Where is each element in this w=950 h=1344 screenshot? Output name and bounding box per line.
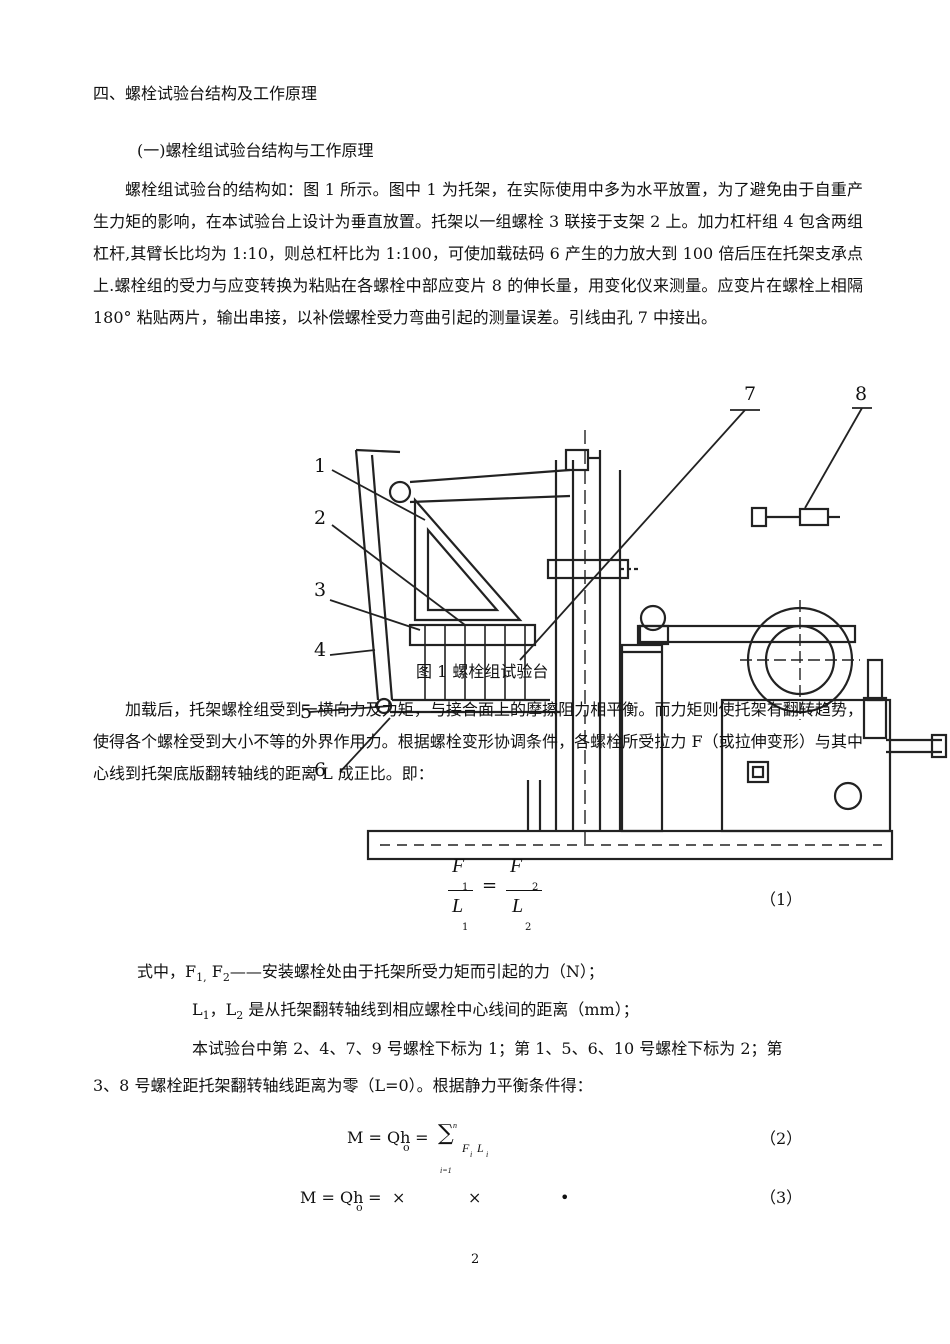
- where-f-line: 式中，F1, F2——安装螺栓处由于托架所受力矩而引起的力（N）；: [137, 962, 604, 988]
- eq1-f2-sub: 2: [532, 882, 539, 893]
- where-f2: F: [211, 962, 223, 981]
- eq2-sum: ∑: [438, 1121, 454, 1146]
- eq3-times-2: ×: [468, 1188, 482, 1207]
- where-f-text: ——安装螺栓处由于托架所受力矩而引起的力（N）；: [229, 962, 604, 981]
- where-sep: ，: [209, 1000, 226, 1019]
- eq2-lhs-sub: o: [403, 1141, 410, 1154]
- eq2-lhs: M = Qh: [347, 1128, 411, 1147]
- paragraph-bolts-line-1: 本试验台中第 2、4、7、9 号螺栓下标为 1；第 1、5、6、10 号螺栓下标…: [192, 1039, 783, 1058]
- figure-label-3: 3: [314, 579, 327, 601]
- section-heading: 四、螺栓试验台结构及工作原理: [93, 84, 318, 103]
- eq3-lhs-sub: o: [356, 1201, 363, 1214]
- eq2-term-f-sub: i: [470, 1150, 473, 1159]
- where-l-text: 是从托架翻转轴线到相应螺栓中心线间的距离（mm）；: [248, 1000, 639, 1019]
- figure-label-6: 6: [314, 759, 327, 781]
- paragraph-bolts-line-2: 3、8 号螺栓距托架翻转轴线距离为零（L=0）。根据静力平衡条件得：: [93, 1076, 593, 1095]
- where-prefix: 式中，: [137, 962, 186, 981]
- eq1-f1: F: [452, 855, 465, 877]
- eq2-term-l: L: [477, 1141, 484, 1155]
- eq1-l2: L: [512, 895, 524, 917]
- where-l1-sub: 1: [202, 1009, 210, 1023]
- eq2-number: （2）: [760, 1129, 803, 1148]
- where-f1: F: [185, 962, 197, 981]
- figure-label-5: 5: [300, 701, 313, 723]
- paragraph-structure: 螺栓组试验台的结构如：图 1 所示。图中 1 为托架，在实际使用中多为水平放置，…: [93, 180, 863, 327]
- page-number: 2: [471, 1252, 480, 1267]
- eq1-l2-sub: 2: [525, 922, 532, 933]
- eq1-frac-bar-1: [448, 890, 473, 891]
- figure-label-8: 8: [855, 383, 868, 405]
- where-l1: L: [192, 1000, 203, 1019]
- eq2-equals: =: [410, 1128, 434, 1147]
- eq1-f2: F: [510, 855, 523, 877]
- eq1-number: （1）: [760, 890, 803, 909]
- eq2-term-f: F: [462, 1141, 470, 1155]
- figure-label-1: 1: [314, 455, 327, 477]
- eq3-times-1: ×: [392, 1188, 406, 1207]
- where-f2-sub: 2: [222, 971, 230, 985]
- paragraph-principle: 加载后，托架螺栓组受到一横向力及力矩，与接合面上的摩擦阻力相平衡。而力矩则使托架…: [93, 700, 863, 783]
- figure-label-2: 2: [314, 507, 327, 529]
- eq3-equals: =: [363, 1188, 387, 1207]
- eq3-lhs: M = Qh: [300, 1188, 364, 1207]
- eq2-term-l-sub: i: [486, 1150, 489, 1159]
- eq1-equals: =: [482, 875, 498, 896]
- eq2-sum-lower: i=1: [440, 1166, 452, 1175]
- subsection-heading: (一)螺栓组试验台结构与工作原理: [137, 141, 374, 160]
- figure-label-7: 7: [744, 383, 757, 405]
- eq1-f1-sub: 1: [462, 882, 469, 893]
- figure-caption: 图 1 螺栓组试验台: [416, 662, 549, 681]
- eq1-frac-bar-2: [506, 890, 542, 891]
- figure-label-4: 4: [314, 639, 327, 661]
- eq2-sum-upper: n: [453, 1121, 457, 1130]
- eq3-dot: •: [560, 1188, 570, 1207]
- where-l2-sub: 2: [236, 1009, 244, 1023]
- eq1-l1-sub: 1: [462, 922, 469, 933]
- where-l2: L: [225, 1000, 237, 1019]
- where-f1-sub: 1,: [196, 971, 207, 985]
- eq1-l1: L: [452, 895, 464, 917]
- where-l-line: L1，L2 是从托架翻转轴线到相应螺栓中心线间的距离（mm）；: [192, 1000, 639, 1026]
- eq3-number: （3）: [760, 1188, 803, 1207]
